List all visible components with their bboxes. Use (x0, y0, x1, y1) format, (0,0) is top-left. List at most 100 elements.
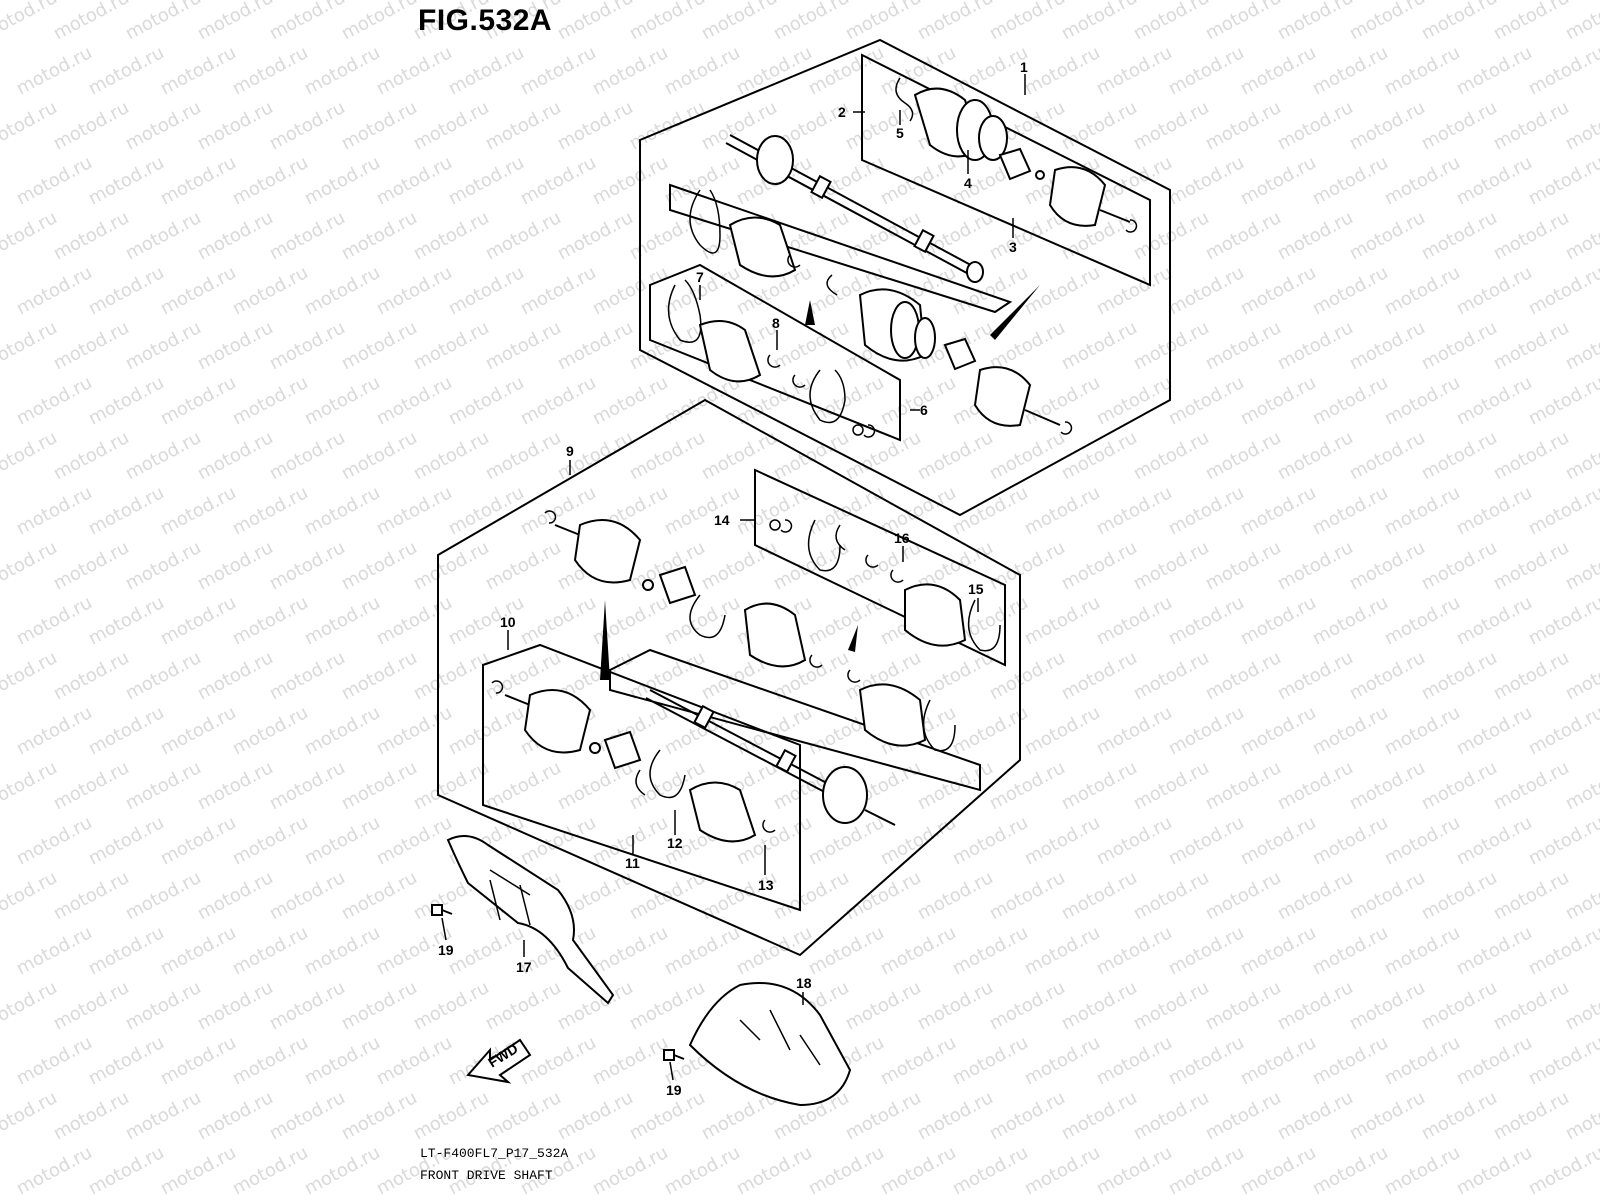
watermark-text: motod.ru (1418, 97, 1501, 154)
watermark-text: motod.ru (1274, 317, 1357, 374)
watermark-text: motod.ru (0, 977, 61, 1034)
watermark-text: motod.ru (229, 42, 312, 99)
watermark-text: motod.ru (229, 1142, 312, 1199)
watermark-text: motod.ru (1058, 977, 1141, 1034)
watermark-text: motod.ru (1490, 537, 1573, 594)
watermark-text: motod.ru (1237, 702, 1320, 759)
watermark-text: motod.ru (1274, 427, 1357, 484)
watermark-text: motod.ru (626, 977, 709, 1034)
watermark-text: motod.ru (1562, 537, 1600, 594)
watermark-text: motod.ru (157, 1142, 240, 1199)
callout-6: 6 (920, 402, 928, 418)
watermark-text: motod.ru (50, 97, 133, 154)
upper-assembly-frame (639, 38, 1171, 517)
watermark-text: motod.ru (1274, 867, 1357, 924)
watermark-text: motod.ru (914, 427, 997, 484)
watermark-text: motod.ru (1130, 0, 1213, 44)
watermark-text: motod.ru (229, 702, 312, 759)
watermark-text: motod.ru (877, 1142, 960, 1199)
watermark-text: motod.ru (1381, 372, 1464, 429)
watermark-text: motod.ru (1165, 812, 1248, 869)
watermark-text: motod.ru (50, 0, 133, 44)
watermark-text: motod.ru (1309, 42, 1392, 99)
watermark-text: motod.ru (410, 207, 493, 264)
boot-kit-14 (769, 519, 1001, 652)
watermark-text: motod.ru (1274, 977, 1357, 1034)
watermark-text: motod.ru (229, 482, 312, 539)
watermark-text: motod.ru (50, 867, 133, 924)
watermark-text: motod.ru (1130, 317, 1213, 374)
watermark-text: motod.ru (1165, 592, 1248, 649)
watermark-text: motod.ru (1309, 262, 1392, 319)
watermark-text: motod.ru (1525, 42, 1600, 99)
watermark-text: motod.ru (1418, 207, 1501, 264)
watermark-text: motod.ru (338, 1087, 421, 1144)
watermark-text: motod.ru (1346, 1087, 1429, 1144)
watermark-text: motod.ru (1093, 812, 1176, 869)
watermark-text: motod.ru (770, 867, 853, 924)
watermark-text: motod.ru (805, 592, 888, 649)
watermark-text: motod.ru (445, 42, 528, 99)
watermark-text: motod.ru (85, 812, 168, 869)
watermark-text: motod.ru (0, 97, 61, 154)
watermark-text: motod.ru (301, 702, 384, 759)
watermark-text: motod.ru (589, 1142, 672, 1199)
watermark-text: motod.ru (1525, 262, 1600, 319)
watermark-text: motod.ru (85, 152, 168, 209)
watermark-text: motod.ru (301, 1032, 384, 1089)
watermark-text: motod.ru (1021, 592, 1104, 649)
watermark-text: motod.ru (1274, 757, 1357, 814)
watermark-text: motod.ru (842, 97, 925, 154)
watermark-text: motod.ru (554, 207, 637, 264)
fwd-arrow: FWD (466, 1038, 532, 1084)
watermark-text: motod.ru (1021, 42, 1104, 99)
watermark-text: motod.ru (1453, 262, 1536, 319)
watermark-text: motod.ru (266, 317, 349, 374)
watermark-text: motod.ru (13, 1142, 96, 1199)
watermark-text: motod.ru (661, 1142, 744, 1199)
watermark-text: motod.ru (229, 152, 312, 209)
watermark-text: motod.ru (1346, 977, 1429, 1034)
upper-middle-boot-kit (689, 189, 1073, 435)
watermark-text: motod.ru (877, 1032, 960, 1089)
watermark-text: motod.ru (1381, 592, 1464, 649)
watermark-text: motod.ru (1058, 317, 1141, 374)
watermark-text: motod.ru (949, 812, 1032, 869)
watermark-text: motod.ru (1202, 97, 1285, 154)
watermark-text: motod.ru (482, 537, 565, 594)
callout-18: 18 (796, 975, 812, 991)
watermark-text: motod.ru (1058, 867, 1141, 924)
watermark-text: motod.ru (1130, 867, 1213, 924)
watermark-text: motod.ru (1165, 702, 1248, 759)
watermark-text: motod.ru (410, 537, 493, 594)
watermark-text: motod.ru (266, 647, 349, 704)
watermark-text: motod.ru (949, 1142, 1032, 1199)
watermark-text: motod.ru (589, 592, 672, 649)
watermark-text: motod.ru (229, 812, 312, 869)
watermark-text: motod.ru (85, 1032, 168, 1089)
watermark-text: motod.ru (157, 702, 240, 759)
watermark-text: motod.ru (1381, 262, 1464, 319)
watermark-text: motod.ru (373, 372, 456, 429)
watermark-text: motod.ru (338, 757, 421, 814)
watermark-text: motod.ru (1309, 702, 1392, 759)
watermark-text: motod.ru (842, 867, 925, 924)
watermark-text: motod.ru (13, 42, 96, 99)
watermark-text: motod.ru (877, 152, 960, 209)
watermark-text: motod.ru (1093, 152, 1176, 209)
watermark-text: motod.ru (1202, 317, 1285, 374)
watermark-text: motod.ru (194, 1087, 277, 1144)
watermark-text: motod.ru (301, 1142, 384, 1199)
drive-shaft-guard-17 (446, 835, 615, 1005)
watermark-text: motod.ru (1093, 702, 1176, 759)
watermark-text: motod.ru (986, 647, 1069, 704)
watermark-text: motod.ru (1525, 152, 1600, 209)
watermark-text: motod.ru (157, 372, 240, 429)
watermark-text: motod.ru (338, 207, 421, 264)
watermark-text: motod.ru (229, 262, 312, 319)
watermark-text: motod.ru (589, 922, 672, 979)
watermark-text: motod.ru (733, 42, 816, 99)
watermark-text: motod.ru (122, 647, 205, 704)
watermark-text: motod.ru (1490, 97, 1573, 154)
watermark-text: motod.ru (338, 537, 421, 594)
